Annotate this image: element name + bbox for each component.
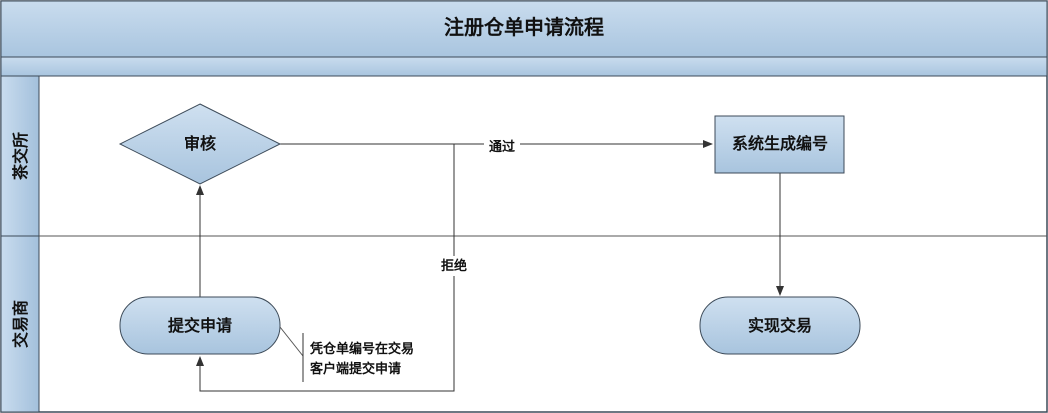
pass-label: 通过 xyxy=(489,139,515,155)
lane-header-trader xyxy=(0,235,40,413)
diagram-title: 注册仓单申请流程 xyxy=(444,15,604,39)
generate-number-label: 系统生成编号 xyxy=(732,134,828,153)
realize-trade-label: 实现交易 xyxy=(748,316,812,335)
generate-number-process[interactable] xyxy=(714,115,845,174)
review-decision[interactable] xyxy=(118,103,282,185)
annotation-leader xyxy=(279,326,304,357)
reject-label: 拒绝 xyxy=(441,258,467,274)
submit-application-terminal[interactable] xyxy=(119,296,281,355)
review-label: 审核 xyxy=(184,134,216,153)
submit-application-label: 提交申请 xyxy=(168,316,232,335)
realize-trade-terminal[interactable] xyxy=(699,296,861,355)
title-band xyxy=(0,0,1048,58)
sub-header-band xyxy=(0,56,1048,77)
annotation-line-1: 凭仓单编号在交易 xyxy=(309,341,414,357)
lane-header-exchange xyxy=(0,75,40,237)
annotation-line-2: 客户端提交申请 xyxy=(310,361,401,377)
lane-label-trader: 交易商 xyxy=(11,300,30,348)
lane-label-exchange: 茶交所 xyxy=(11,132,30,181)
